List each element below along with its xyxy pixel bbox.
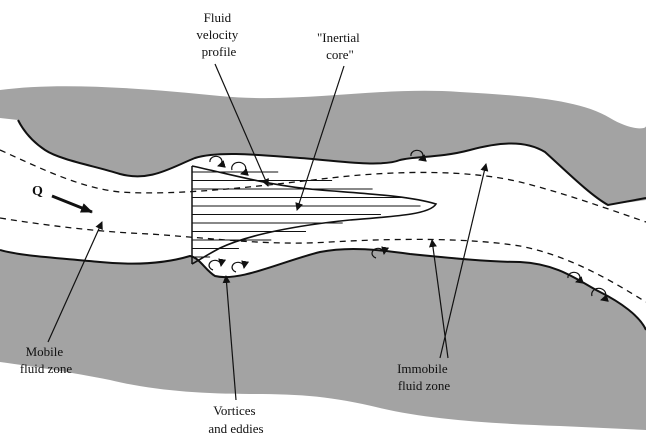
vortices-and-eddies-label: Vortices and eddies bbox=[208, 403, 263, 436]
vortex-1 bbox=[210, 156, 222, 166]
velocity-profile bbox=[192, 166, 436, 264]
vortex-4 bbox=[209, 260, 221, 270]
flow-label: Q bbox=[32, 184, 43, 199]
lower-rock-grain bbox=[0, 249, 646, 430]
vortex-5 bbox=[232, 262, 244, 272]
fluid-velocity-profile-label: Fluid velocity profile bbox=[196, 10, 241, 59]
flow-arrow: Q bbox=[32, 184, 92, 212]
profile-lines bbox=[192, 172, 421, 257]
inertial-core-label: "Inertial core" bbox=[317, 30, 363, 62]
upper-rock-grain bbox=[0, 86, 646, 205]
